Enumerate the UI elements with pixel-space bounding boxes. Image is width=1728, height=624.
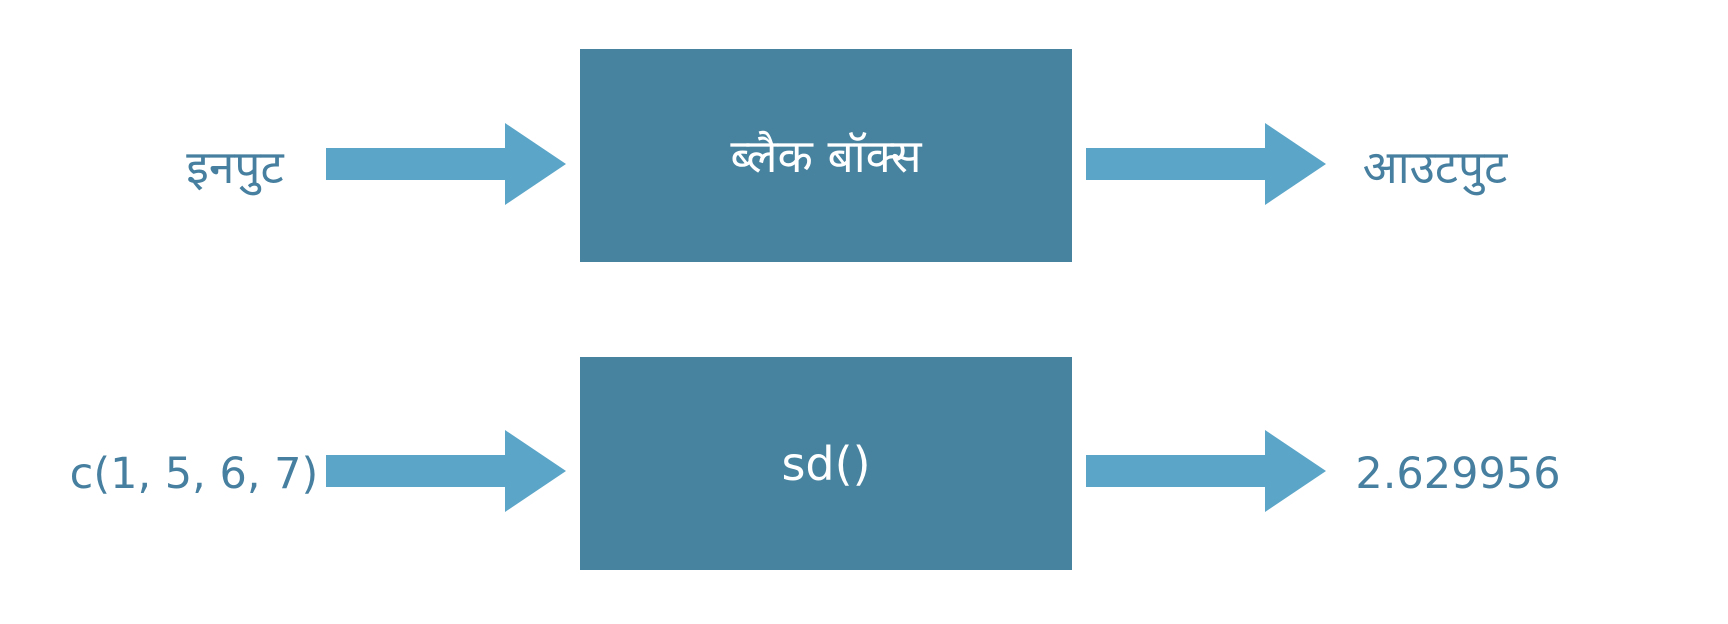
- function-box-label: sd(): [781, 436, 871, 491]
- input-vector-label: c(1, 5, 6, 7): [69, 449, 319, 499]
- black-box-label: ब्लैक बॉक्स: [730, 128, 922, 183]
- input-label: इनपुट: [186, 140, 284, 194]
- output-label: आउटपुट: [1362, 140, 1508, 194]
- input-vector-arrow: [326, 430, 566, 512]
- input-arrow: [326, 123, 566, 205]
- result-arrow: [1086, 430, 1326, 512]
- black-box: ब्लैक बॉक्स: [580, 49, 1072, 262]
- output-arrow: [1086, 123, 1326, 205]
- function-box: sd(): [580, 357, 1072, 570]
- result-value-label: 2.629956: [1355, 449, 1561, 499]
